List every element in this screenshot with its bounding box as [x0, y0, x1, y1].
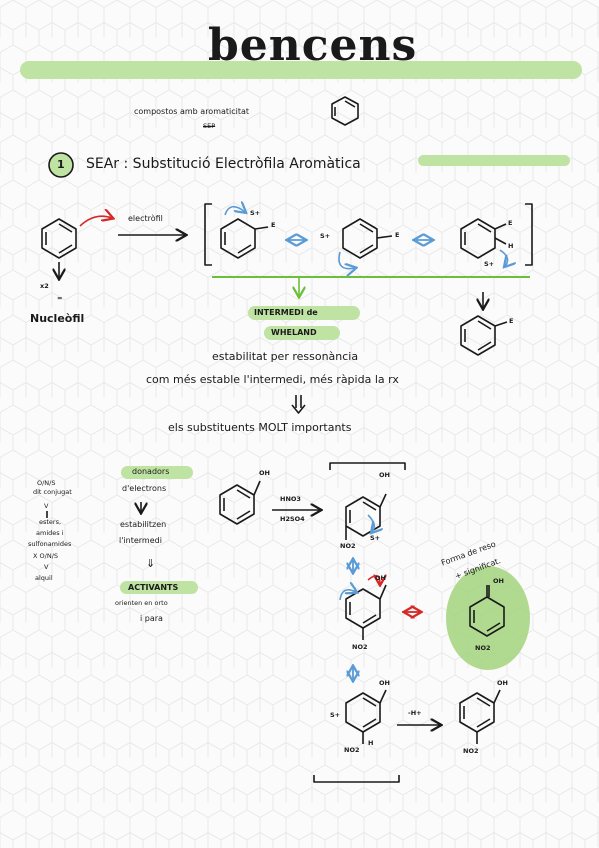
note-ons: O/N/S	[37, 479, 56, 487]
sc2-oh: OH	[375, 574, 386, 582]
label-electrofil: electròfil	[128, 214, 163, 223]
label-nucleofil: Nucleòfil	[30, 312, 85, 325]
label-E-1: E	[271, 221, 276, 229]
note-delectrons: d'electrons	[122, 484, 167, 493]
major-no2: NO2	[475, 644, 491, 652]
section-heading: SEAr : Substitució Electròfila Aromàtica	[86, 156, 361, 172]
note-double-arrow: ⇓	[146, 557, 156, 570]
note-orienten: orienten en orto	[115, 599, 168, 607]
wheland-line-2: WHELAND	[271, 328, 317, 337]
note-sulfonamides: sulfonamides	[28, 540, 72, 548]
intro-compostos: compostos amb aromaticitat	[134, 107, 250, 116]
section1-highlight-bar	[418, 155, 570, 166]
note-ipara: i para	[140, 614, 163, 623]
donadors-highlight	[121, 466, 193, 479]
phenol-oh: OH	[259, 469, 270, 477]
note-alquil: alquil	[35, 574, 53, 582]
note-donadors: donadors	[132, 467, 170, 476]
note-v1: V	[44, 502, 49, 510]
sc3-no2: NO2	[344, 746, 360, 754]
sc1-splus: S+	[370, 534, 381, 542]
section-number: 1	[57, 158, 65, 171]
activants-highlight	[120, 581, 198, 594]
label-E-2: E	[395, 231, 400, 239]
label-eq: =	[57, 294, 63, 302]
sc3-splus: S+	[330, 711, 341, 719]
intro-sep: SEP	[203, 122, 216, 130]
minus-h: -H+	[408, 709, 422, 717]
wheland-highlight-2	[264, 326, 340, 340]
title-highlight	[20, 61, 582, 79]
note-esters: esters,	[39, 518, 62, 526]
sc1-oh: OH	[379, 471, 390, 479]
note-v2: V	[44, 563, 49, 571]
label-H-3: H	[508, 242, 514, 250]
wheland-line-1: INTERMEDI de	[254, 308, 318, 317]
note-conjugat: dit conjugat	[33, 488, 72, 496]
bracket-right	[525, 203, 533, 266]
sc1-no2: NO2	[340, 542, 356, 550]
text-substituents: els substituents MOLT importants	[168, 421, 352, 434]
benzene-reactant	[41, 218, 77, 259]
label-splus-1: S+	[250, 209, 261, 217]
note-intermedi: l'intermedi	[119, 536, 162, 545]
note-estabilitzen: estabilitzen	[120, 520, 167, 529]
text-faster: com més estable l'intermedi, més ràpida …	[146, 373, 399, 386]
note-xons: X O/N/S	[33, 552, 59, 560]
reagent-h2so4: H2SO4	[280, 515, 305, 523]
sc3-h: H	[368, 739, 374, 747]
label-E-product: E	[509, 317, 514, 325]
wheland-structure-2	[342, 218, 378, 259]
product-oh: OH	[497, 679, 508, 687]
reagent-hno3: HNO3	[280, 495, 301, 503]
bracket-left	[204, 203, 212, 266]
major-oh: OH	[493, 577, 504, 585]
label-x2: x2	[40, 282, 49, 290]
benzene-intro	[331, 96, 359, 126]
label-splus-3: S+	[484, 260, 495, 268]
major-resonance-form	[469, 596, 505, 637]
note-amides: amides i	[36, 529, 64, 537]
sc3-oh: OH	[379, 679, 390, 687]
page-title: bencens	[208, 20, 418, 71]
label-splus-2: S+	[320, 232, 331, 240]
product-no2: NO2	[463, 747, 479, 755]
major-resonance-highlight	[446, 566, 530, 670]
note-activants: ACTIVANTS	[128, 583, 179, 592]
text-estabilitat: estabilitat per ressonància	[212, 350, 359, 363]
section-number-circle	[48, 152, 74, 178]
label-E-3: E	[508, 219, 513, 227]
wheland-highlight-1	[248, 306, 360, 320]
sc2-no2: NO2	[352, 643, 368, 651]
